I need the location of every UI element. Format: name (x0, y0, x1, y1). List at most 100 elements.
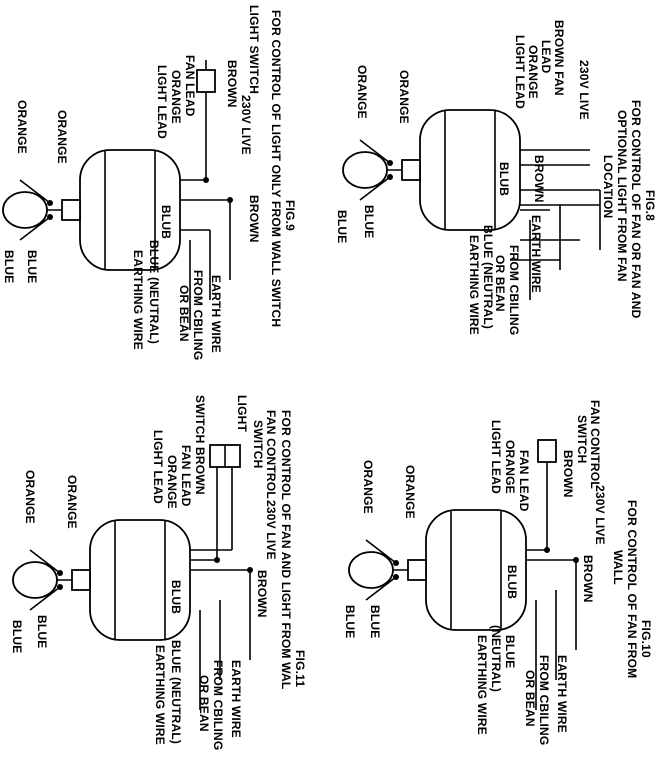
fig11-label-from-ceiling: FROM CBILING (211, 660, 225, 751)
fig8-light-globe (342, 151, 388, 189)
fig10-label-blue-a: BLUE (368, 605, 382, 639)
fig9-label-from-ceiling: FROM CBILING (191, 270, 205, 361)
fig11-label-blub: BLUB (169, 580, 183, 615)
fig9-light-globe (2, 191, 48, 229)
fig8-caption-line-3: OPTIONAL LIGHT FROM FAN (615, 110, 629, 282)
fig9-label-blue-neutral: BLUE (NEUTRAL) (147, 240, 161, 345)
fig8-label-blue-neutral: BLUE (NEUTRAL) (481, 225, 495, 330)
fig9-label-live: 230V LIVE (239, 95, 253, 155)
fig9-caption-line-2: FOR CONTROL OF LIGHT ONLY FROM WALL SWIT… (269, 10, 283, 328)
fig10-label-orange-lead: ORANGE (503, 440, 517, 494)
fig11-label-switch-brown: SWITCH BROWN (193, 395, 207, 495)
fig11-label-fan-lead: FAN LEAD (179, 445, 193, 507)
fig11-label-orange-lead: ORANGE (165, 455, 179, 509)
fig11-label-blue-neutral: BLUE (NEUTRAL) (169, 640, 183, 745)
fig10-label-fan-lead: FAN LEAD (517, 450, 531, 512)
fig9-label-blue-b: BLUE (2, 250, 16, 284)
fig9-label-light-lead: LIGHT LEAD (155, 65, 169, 139)
fig8-label-earth-wire: EARTH WIRE (529, 215, 543, 293)
fig9-light-switch-box (196, 69, 216, 93)
fig8-label-brown-fan: BROWN FAN (552, 20, 566, 96)
fig11-label-light-lead: LIGHT LEAD (151, 430, 165, 504)
fig9-caption-line-1: FIG.9 (283, 200, 297, 232)
fig8-label-or-beam: OR BEAN (493, 255, 507, 312)
fig11-label-orange-b: ORANGE (23, 470, 37, 524)
fig10-label-brown-top: BROWN (561, 450, 575, 498)
fig11-caption-line-2: FOR CONTROL OF FAN AND LIGHT FROM WAL (279, 410, 293, 690)
fig9-light-kit-collar (61, 199, 81, 221)
fig8-label-brown: BROWN (532, 155, 546, 203)
fig11-label-earth-wire: EARTH WIRE (229, 660, 243, 738)
fig10-label-earthing-wire: EARTHING WIRE (475, 635, 489, 735)
fig8-label-blue-b: BLUE (335, 210, 349, 244)
fig8-caption-line-1: FIG.8 (643, 190, 656, 222)
fig11-label-blue-a: BLUE (35, 615, 49, 649)
fig9-label-orange-b: ORANGE (15, 100, 29, 154)
fig9-label-orange-a: ORANGE (55, 110, 69, 164)
fig11-label-orange-a: ORANGE (65, 475, 79, 529)
fig11-light-kit-collar (71, 569, 91, 591)
fig10-label-blue-neutral: BLUE (503, 635, 517, 669)
fig11-label-switch: SWITCH (251, 420, 265, 469)
fig11-label-or-beam: OR BEAN (197, 675, 211, 732)
fig10-label-blue-b: BLUE (343, 605, 357, 639)
figure-10: FIG.10 FOR CONTROL OF FAN FROM WALL FAN … (330, 390, 656, 769)
fig8-label-earthing-wire: EARTHING WIRE (467, 235, 481, 335)
fig10-fan-control-switch-box (537, 439, 557, 463)
fig9-label-earthing-wire: EARTHING WIRE (131, 250, 145, 350)
fig8-label-light-lead: LIGHT LEAD (513, 35, 527, 109)
fig11-caption-line-1: FIG.11 (293, 650, 307, 688)
fig11-label-blue-b: BLUE (10, 620, 24, 654)
fig10-label-light-lead: LIGHT LEAD (489, 420, 503, 494)
fig10-label-switch: SWITCH (575, 415, 589, 464)
fig9-label-orange-lead: ORANGE (169, 70, 183, 124)
fig11-label-live: 230V LIVE (264, 500, 278, 560)
fig8-label-orange-a: ORANGE (397, 70, 411, 124)
fig11-label-fan-control: FAN CONTROL (264, 410, 278, 499)
fig10-caption-line-1: FIG.10 (639, 620, 653, 658)
fig9-label-blue-a: BLUE (25, 250, 39, 284)
fig10-label-fan-control: FAN CONTROL (588, 400, 602, 489)
fig10-label-neutral: (NEUTRAL) (489, 625, 503, 693)
figure-8: FIG.8 FOR CONTROL OF FAN OR FAN AND OPTI… (330, 0, 656, 370)
fig11-light-globe (12, 561, 58, 599)
fig9-wiring-drawing (2, 60, 233, 330)
fig9-label-light-switch: LIGHT SWITCH (247, 5, 261, 95)
fig11-label-earthing-wire: EARTHING WIRE (153, 645, 167, 745)
fig8-label-from-ceiling: FROM CBILING (507, 245, 521, 336)
fig10-caption-line-3: WALL (611, 550, 625, 585)
fig11-label-light: LIGHT (235, 395, 249, 432)
fig8-light-kit-collar (401, 159, 421, 181)
fig10-label-earth-wire: EARTH WIRE (555, 655, 569, 733)
fig10-label-orange-a: ORANGE (403, 465, 417, 519)
fig10-light-kit-collar (407, 559, 427, 581)
fig9-label-brown-top: BROWN (225, 60, 239, 108)
fig8-label-orange-lead: ORANGE (526, 45, 540, 99)
figure-11: FIG.11 FOR CONTROL OF FAN AND LIGHT FROM… (0, 390, 310, 769)
fig11-wiring-drawing (12, 444, 253, 710)
fig8-label-orange-b: ORANGE (355, 65, 369, 119)
fig10-label-blub: BLUB (505, 565, 519, 600)
fig9-label-earth-wire: EARTH WIRE (209, 275, 223, 353)
fig11-label-brown: BROWN (255, 570, 269, 618)
fig8-label-live: 230V LIVE (577, 60, 591, 120)
fig10-caption-line-2: FOR CONTROL OF FAN FROM (625, 500, 639, 679)
fig8-caption-line-4: LOCATION (601, 155, 615, 219)
fig9-label-blub: BLUB (159, 205, 173, 240)
fig8-wiring-drawing (342, 109, 601, 300)
fig10-wiring-drawing (348, 439, 579, 710)
fig9-label-or-beam: OR BEAN (177, 285, 191, 342)
fig8-label-lead: LEAD (539, 40, 553, 74)
fig8-caption-line-2: FOR CONTROL OF FAN OR FAN AND (629, 100, 643, 319)
fig9-label-fan-lead: FAN LEAD (183, 55, 197, 117)
fig10-label-or-beam: OR BEAN (523, 670, 537, 727)
fig10-label-brown: BROWN (581, 555, 595, 603)
fig10-label-from-ceiling: FROM CBILING (537, 655, 551, 746)
fig10-label-live: 230V LIVE (593, 485, 607, 545)
fig10-light-globe (348, 551, 394, 589)
fig8-label-blue-a: BLUE (362, 205, 376, 239)
fig8-label-blub: BLUB (497, 162, 511, 197)
figure-9: FIG.9 FOR CONTROL OF LIGHT ONLY FROM WAL… (0, 0, 300, 370)
fig9-label-brown: BROWN (247, 195, 261, 243)
